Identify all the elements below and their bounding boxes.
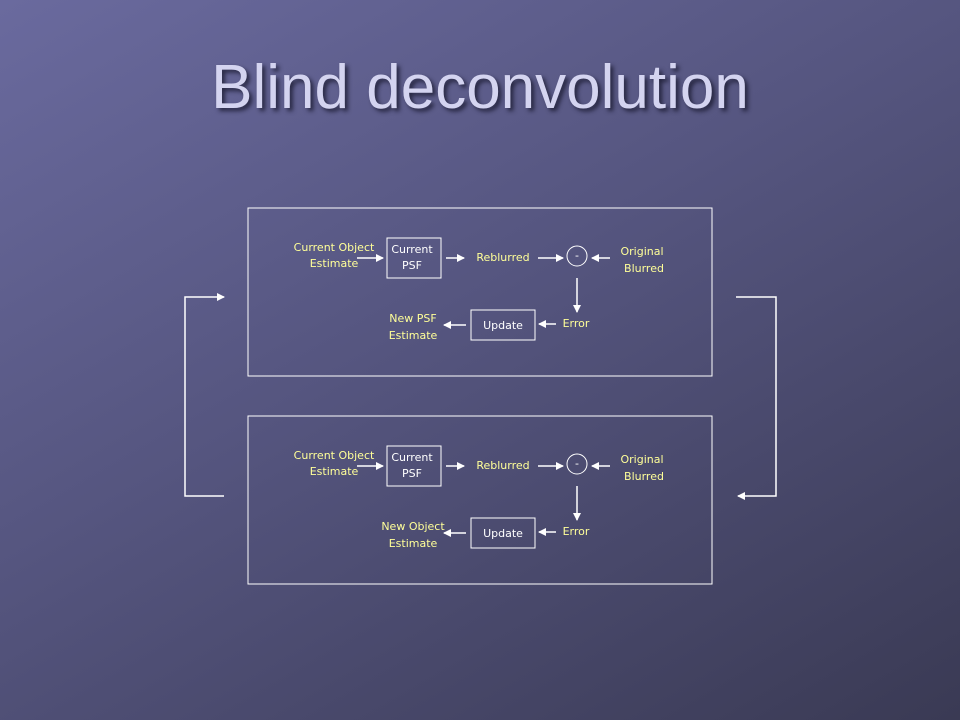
psf-box bbox=[386, 445, 442, 487]
update-box bbox=[470, 517, 536, 549]
update-box-label: Update bbox=[483, 319, 523, 332]
minus-node bbox=[566, 453, 588, 475]
panel-object-update: Current Object Estimate Current PSF Rebl… bbox=[247, 415, 713, 585]
original-label-line1: Original bbox=[620, 453, 663, 466]
reblurred-label: Reblurred bbox=[476, 251, 529, 264]
output-label-line1: New PSF bbox=[389, 312, 436, 325]
minus-sign: - bbox=[575, 249, 579, 262]
error-label: Error bbox=[563, 525, 590, 538]
error-label: Error bbox=[563, 317, 590, 330]
psf-box-label-line1: Current bbox=[391, 451, 433, 464]
slide-title: Blind deconvolution bbox=[211, 53, 749, 122]
original-label-line2: Blurred bbox=[624, 470, 664, 483]
original-label-line1: Original bbox=[620, 245, 663, 258]
psf-box-label-line2: PSF bbox=[402, 259, 422, 272]
input-label-line1: Current Object bbox=[294, 241, 375, 254]
update-box-label: Update bbox=[483, 527, 523, 540]
update-box bbox=[470, 309, 536, 341]
psf-box-label-line1: Current bbox=[391, 243, 433, 256]
output-label-line1: New Object bbox=[381, 520, 445, 533]
input-label-line2: Estimate bbox=[310, 257, 359, 270]
output-label-line2: Estimate bbox=[389, 537, 438, 550]
psf-box-label-line2: PSF bbox=[402, 467, 422, 480]
feedback-arrow-right bbox=[736, 296, 777, 500]
panel-frame bbox=[247, 207, 713, 377]
input-label-line1: Current Object bbox=[294, 449, 375, 462]
original-label-line2: Blurred bbox=[624, 262, 664, 275]
reblurred-label: Reblurred bbox=[476, 459, 529, 472]
input-label-line2: Estimate bbox=[310, 465, 359, 478]
psf-box bbox=[386, 237, 442, 279]
minus-node bbox=[566, 245, 588, 267]
panel-frame bbox=[247, 415, 713, 585]
panel-psf-update: Current Object Estimate Current PSF Rebl… bbox=[247, 207, 713, 377]
minus-sign: - bbox=[575, 457, 579, 470]
feedback-arrow-left bbox=[184, 293, 225, 497]
output-label-line2: Estimate bbox=[389, 329, 438, 342]
